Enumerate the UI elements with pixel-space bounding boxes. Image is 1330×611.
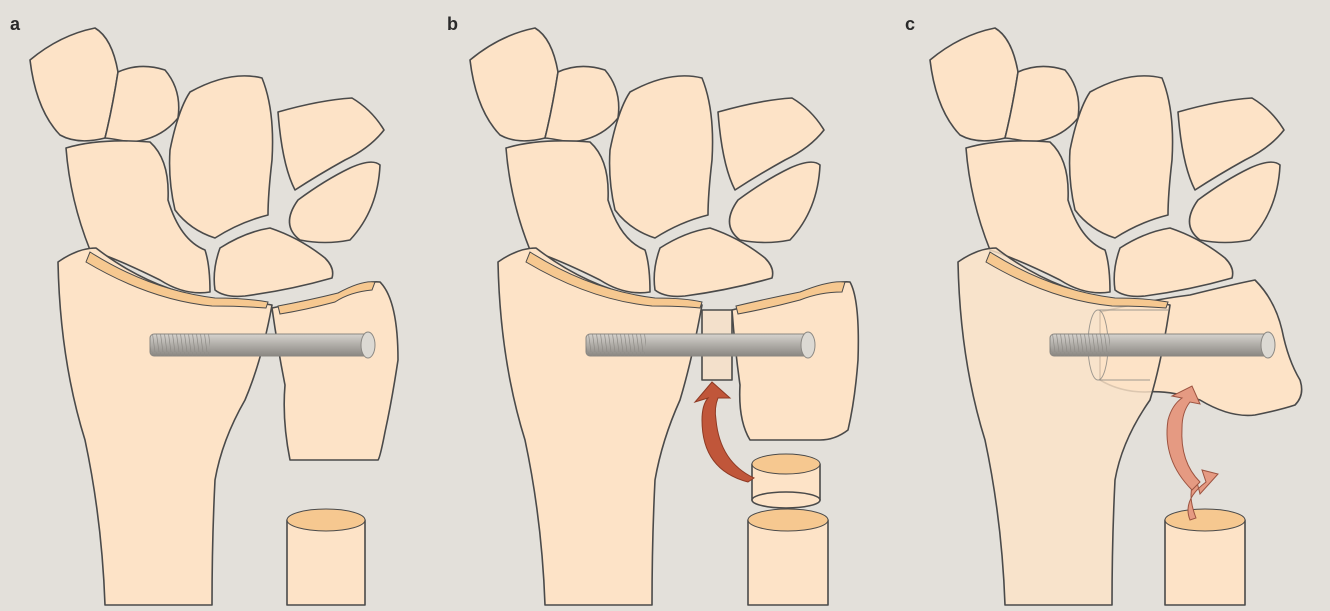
screw-icon — [1050, 332, 1275, 358]
resected-segment — [752, 454, 820, 508]
ulna-shaft — [1165, 509, 1245, 605]
panel-label-c: c — [905, 14, 915, 35]
ulna-shaft — [287, 509, 365, 605]
panel-label-a: a — [10, 14, 20, 35]
panel-b — [470, 28, 858, 605]
panel-c — [930, 28, 1302, 605]
screw-icon — [150, 332, 375, 358]
ulna-shaft — [748, 509, 828, 605]
screw-icon — [586, 332, 815, 358]
panel-label-b: b — [447, 14, 458, 35]
panel-a — [30, 28, 398, 605]
